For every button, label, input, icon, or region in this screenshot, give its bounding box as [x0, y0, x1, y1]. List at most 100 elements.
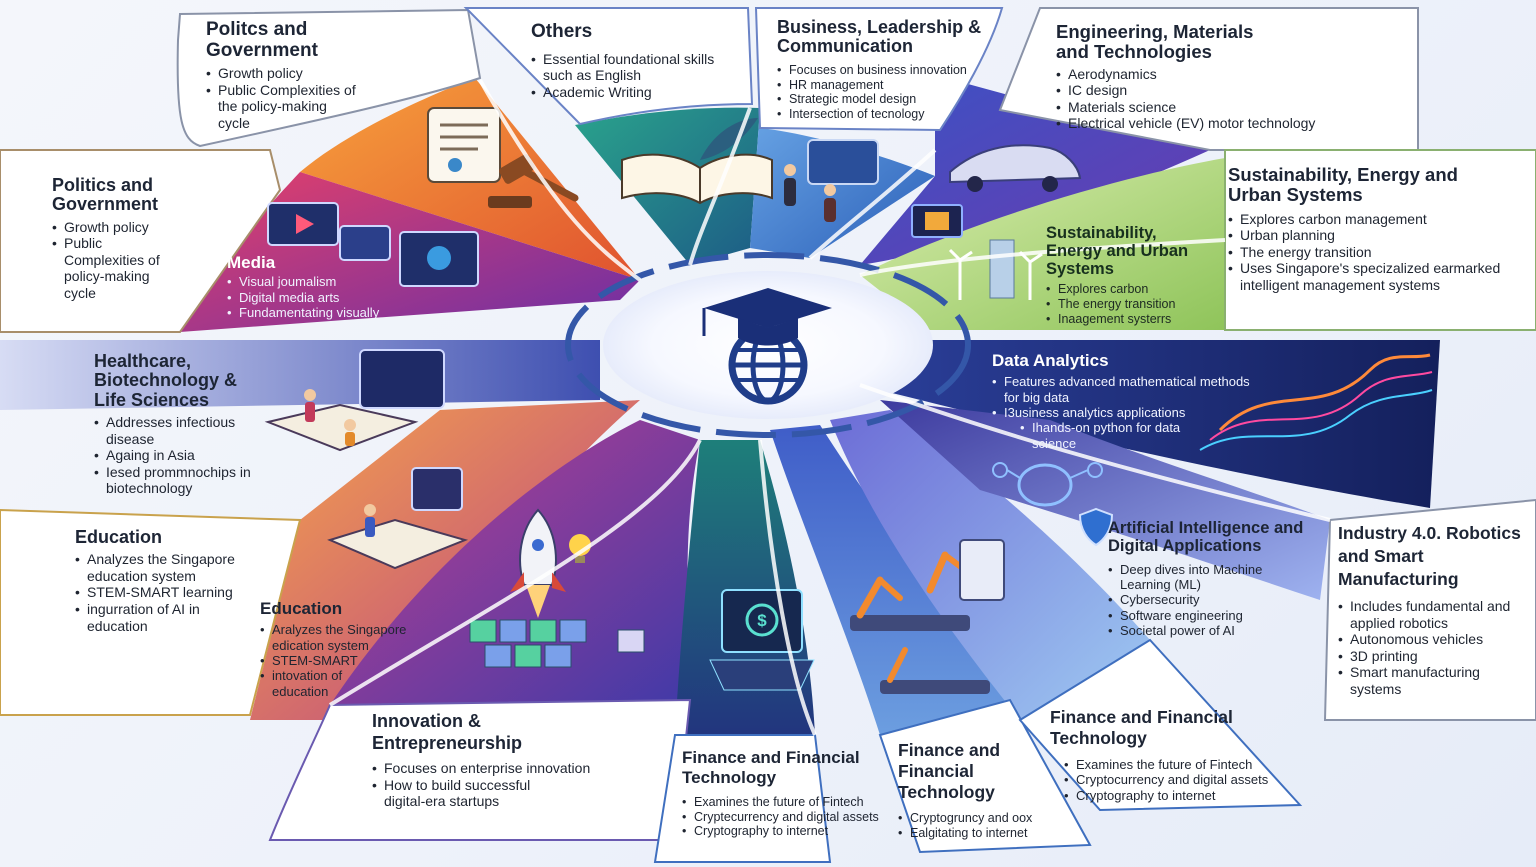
list-item: Autonomous vehicles: [1338, 631, 1523, 648]
panel-title: Finance and Financial Technology: [898, 740, 1001, 802]
list-item: Materials science: [1056, 99, 1356, 116]
panel-text-education-outer: Education Analyzes the Singapore educati…: [75, 527, 245, 634]
wedge-finance-b: [770, 425, 1010, 735]
panel-title: Politics and Government: [52, 175, 159, 215]
cubes-icon: [469, 619, 645, 668]
rocket-icon: [510, 508, 566, 618]
list-item: Deep dives into Machine Learning (ML): [1108, 562, 1270, 593]
chip-icon: [911, 204, 963, 238]
list-item: Aralyzes the Singapore edication system: [260, 622, 420, 653]
list-item: The energy transition: [1228, 244, 1528, 261]
list-item: Intersection of tecnology: [777, 107, 987, 122]
list-item: Cryptography to internet: [682, 824, 882, 839]
list-item: Fundamentating visually: [227, 305, 417, 321]
list-item: Software engineering: [1108, 608, 1318, 624]
list-item: Iesed prommnochips in biotechnology: [94, 464, 266, 497]
vr-book-icon: [327, 467, 469, 570]
shield-icon: [1078, 507, 1114, 547]
panel-text-business: Business, Leadership & Communication Foc…: [777, 17, 987, 122]
book-icon: [621, 153, 773, 205]
list-item: Cryptocurrency and digital assets: [1064, 772, 1290, 788]
list-item: The energy transition: [1046, 297, 1216, 312]
wedge-innovation: [330, 420, 700, 705]
panel-title: Sustainability, Energy and Urban Systems: [1228, 164, 1458, 205]
media-screens-icon: [267, 202, 479, 287]
panel-text-sustain-inner: Sustainability, Energy and Urban Systems…: [1046, 224, 1216, 327]
list-item: Explores carbon: [1046, 282, 1216, 297]
list-item: Addresses infectious disease: [94, 414, 236, 447]
crypto-laptop-icon: $: [709, 589, 815, 691]
list-item: Cryptogruncy and oox: [898, 811, 1068, 826]
panel-title: Innovation & Entrepreneurship: [372, 711, 523, 753]
list-item: Cryptecurrency and digital assets: [682, 810, 882, 825]
graduation-cap-icon: [702, 288, 832, 346]
panel-text-others: Others Essential foundational skills suc…: [531, 21, 741, 100]
list-item: Againg in Asia: [94, 447, 264, 464]
list-item: Growth policy: [52, 219, 202, 236]
panel-title: Others: [531, 21, 593, 42]
globe-icon: [728, 325, 808, 405]
list-item: Electrical vehicle (EV) motor technology: [1056, 115, 1356, 132]
panel-text-finance-a: Finance and Financial Technology Examine…: [682, 748, 882, 839]
list-item: Visual joumalism: [227, 274, 417, 290]
list-item: Cryptography to internet: [1064, 788, 1290, 804]
panel-title: Data Analytics: [992, 351, 1109, 370]
list-item: Digital media arts: [227, 290, 417, 306]
panel-title: Industry 4.0. Robotics and Smart Manufac…: [1338, 523, 1521, 589]
list-item: Societal power of AI: [1108, 623, 1318, 639]
panel-title: Finance and Financial Technology: [682, 748, 860, 788]
document-icon: [427, 107, 501, 183]
list-item: ingurration of AI in education: [75, 601, 227, 634]
list-item: Analyzes the Singapore education system: [75, 551, 245, 584]
list-item: Uses Singapore's specizalized earmarked …: [1228, 260, 1528, 293]
list-item: Examines the future of Fintech: [682, 795, 882, 810]
panel-title: Artificial Intelligence and Digital Appl…: [1108, 519, 1304, 555]
list-item: Urban planning: [1228, 227, 1528, 244]
panel-title: Education: [75, 527, 163, 547]
panel-text-data: Data Analytics Features advanced mathema…: [992, 351, 1252, 451]
people-icon: [784, 139, 879, 222]
list-item: Explores carbon management: [1228, 211, 1528, 228]
panel-text-politics-top: Politcs and Government Growth policy Pub…: [206, 19, 396, 132]
panel-text-health: Healthcare, Biotechnology & Life Science…: [94, 351, 266, 497]
list-item: Growth policy: [206, 65, 396, 82]
wind-turbine-icon: [948, 239, 1043, 300]
panel-text-innovation: Innovation & Entrepreneurship Focuses on…: [372, 711, 622, 810]
panel-title: Education: [260, 599, 343, 618]
wedge-ai: [880, 400, 1330, 600]
wedge-health: [0, 340, 600, 410]
list-item: 3D printing: [1338, 648, 1523, 665]
list-item: Essential foundational skills such as En…: [531, 51, 733, 84]
panel-title: Media: [227, 253, 276, 272]
panel-text-engineering: Engineering, Materials and Technologies …: [1056, 22, 1356, 132]
panel-text-politics-left: Politics and Government Growth policy Pu…: [52, 175, 202, 301]
panel-title: Business, Leadership & Communication: [777, 17, 982, 57]
list-item: Features advanced mathematical methods f…: [992, 374, 1252, 405]
data-wave-icon: [1199, 353, 1433, 451]
list-item: How to build successful digital-era star…: [372, 777, 554, 810]
list-item: IC design: [1056, 82, 1356, 99]
panel-text-finance-c: Finance and Financial Technology Examine…: [1050, 707, 1290, 803]
car-icon: [949, 144, 1082, 192]
hub-outer-ring: [565, 252, 971, 438]
list-item: intovation of education: [260, 668, 377, 699]
svg-text:$: $: [757, 611, 767, 630]
panel-text-education-inner: Education Aralyzes the Singapore edicati…: [260, 599, 420, 699]
list-item: Focuses on enterprise innovation: [372, 760, 622, 777]
vr-book-icon: [264, 349, 445, 452]
list-item: Public Complexities of the policy-making…: [206, 82, 358, 132]
list-item: Strategic model design: [777, 92, 987, 107]
panel-title: Engineering, Materials and Technologies: [1056, 21, 1254, 62]
list-item: Cybersecurity: [1108, 592, 1318, 608]
panel-title: Politcs and Government: [206, 19, 318, 61]
panel-text-ai: Artificial Intelligence and Digital Appl…: [1108, 519, 1318, 639]
list-item: I3usiness analytics applications: [992, 405, 1252, 421]
list-item: STEM-SMART learning: [75, 584, 245, 601]
panel-text-sustain-right: Sustainability, Energy and Urban Systems…: [1228, 165, 1528, 294]
list-item: Aerodynamics: [1056, 66, 1356, 83]
gavel-icon: [488, 154, 579, 208]
panel-title: Finance and Financial Technology: [1050, 707, 1233, 748]
list-item: STEM-SMART: [260, 653, 420, 669]
list-item: Ealgitating to internet: [898, 826, 1068, 841]
brain-icon: [992, 462, 1103, 507]
